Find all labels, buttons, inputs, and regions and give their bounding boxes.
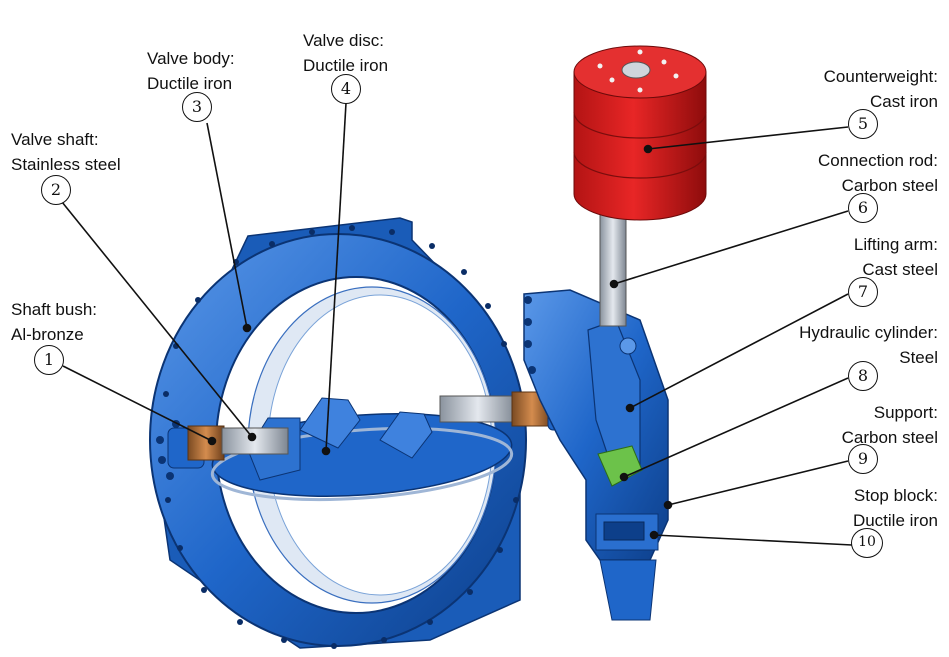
part-name: Stop block: [853, 486, 938, 505]
label-lifting-arm: Lifting arm: Cast steel [854, 232, 938, 282]
callout-4: 4 [331, 74, 361, 104]
callout-5: 5 [848, 109, 878, 139]
shaft-left [156, 420, 289, 480]
part-material: Steel [899, 348, 938, 367]
label-counterweight: Counterweight: Cast iron [824, 64, 938, 114]
part-name: Valve body: [147, 49, 235, 68]
part-name: Valve disc: [303, 31, 384, 50]
part-name: Counterweight: [823, 67, 938, 86]
part-material: Ductile iron [147, 74, 233, 93]
callout-8: 8 [848, 361, 878, 391]
callout-2: 2 [41, 175, 71, 205]
part-material: Cast iron [869, 92, 938, 111]
part-material: Al-bronze [11, 325, 84, 344]
callout-9: 9 [848, 444, 878, 474]
part-name: Hydraulic cylinder: [799, 323, 938, 342]
counterweight [573, 45, 707, 221]
label-valve-disc: Valve disc: Ductile iron [303, 28, 388, 78]
label-support: Support: Carbon steel [842, 400, 938, 450]
callout-7: 7 [848, 277, 878, 307]
label-valve-body: Valve body: Ductile iron [147, 46, 235, 96]
label-hydraulic-cylinder: Hydraulic cylinder: Steel [799, 320, 938, 370]
part-name: Shaft bush: [11, 300, 98, 319]
callout-1: 1 [34, 345, 64, 375]
part-name: Connection rod: [817, 151, 938, 170]
part-name: Lifting arm: [853, 235, 938, 254]
support [523, 289, 669, 621]
part-material: Stainless steel [11, 155, 121, 174]
valve-body [149, 217, 527, 649]
callout-3: 3 [182, 92, 212, 122]
part-name: Support: [873, 403, 938, 422]
part-material: Carbon steel [841, 428, 938, 447]
callout-10: 10 [851, 528, 883, 558]
part-material: Ductile iron [852, 511, 938, 530]
label-valve-shaft: Valve shaft: Stainless steel [11, 127, 121, 177]
part-material: Ductile iron [303, 56, 389, 75]
leader-lines [61, 102, 853, 546]
label-stop-block: Stop block: Ductile iron [853, 483, 938, 533]
label-shaft-bush: Shaft bush: Al-bronze [11, 297, 97, 347]
hydraulic-cylinder [597, 445, 643, 487]
callout-6: 6 [848, 193, 878, 223]
stop-block [603, 521, 645, 541]
label-connection-rod: Connection rod: Carbon steel [818, 148, 938, 198]
part-material: Cast steel [862, 260, 938, 279]
part-material: Carbon steel [841, 176, 938, 195]
part-name: Valve shaft: [11, 130, 99, 149]
